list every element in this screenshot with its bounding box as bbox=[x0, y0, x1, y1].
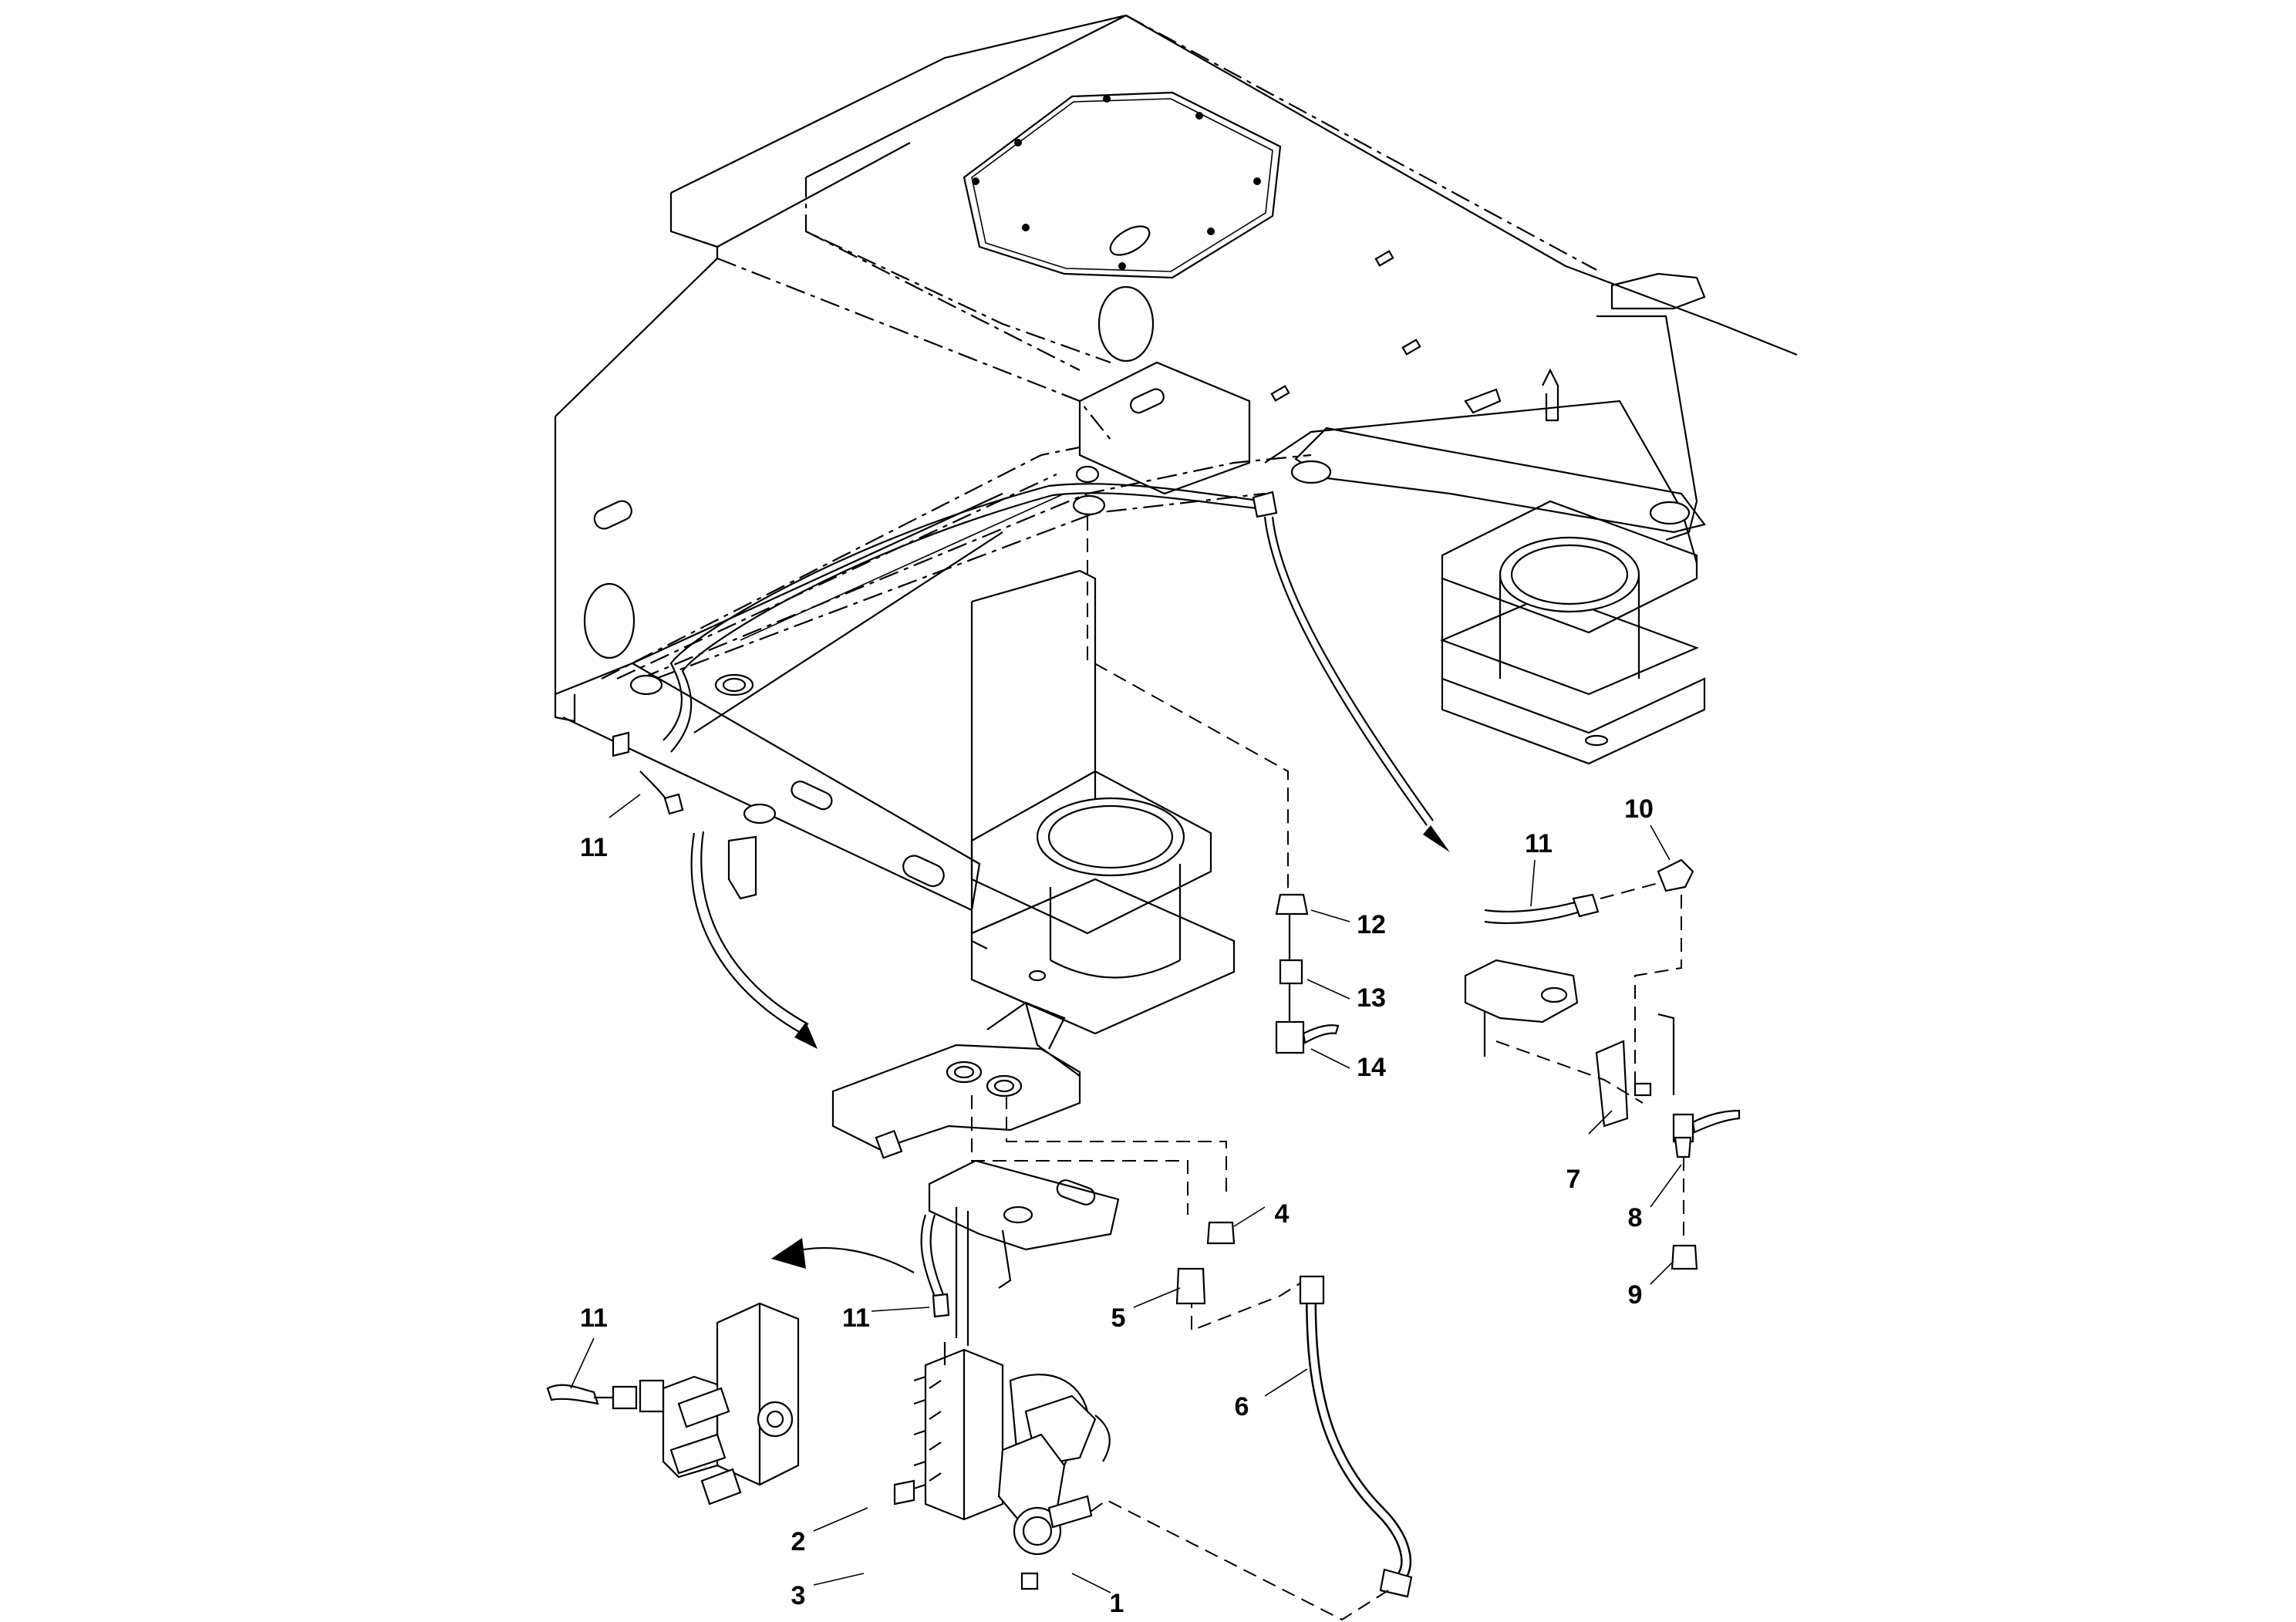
callout-7: 7 bbox=[1566, 1165, 1581, 1194]
left-valve bbox=[546, 1302, 800, 1506]
callout-6: 6 bbox=[1235, 1392, 1249, 1421]
callout-14: 14 bbox=[1357, 1053, 1386, 1082]
callout-11-right: 11 bbox=[1525, 829, 1553, 858]
callout-2: 2 bbox=[791, 1527, 806, 1556]
callout-4: 4 bbox=[1275, 1199, 1290, 1229]
callout-10: 10 bbox=[1624, 794, 1654, 824]
callout-8: 8 bbox=[1628, 1203, 1643, 1233]
callout-3: 3 bbox=[791, 1581, 806, 1610]
callout-1: 1 bbox=[1110, 1589, 1124, 1618]
valve-block bbox=[893, 1342, 1111, 1590]
fittings-12-13-14 bbox=[1087, 517, 1340, 1054]
callout-12: 12 bbox=[1357, 910, 1386, 939]
callout-13: 13 bbox=[1357, 983, 1386, 1013]
callout-11-left: 11 bbox=[580, 1303, 608, 1333]
callout-9: 9 bbox=[1628, 1280, 1643, 1310]
valve-assembly-right bbox=[1464, 858, 1741, 1270]
callout-labels: 1 2 3 4 5 6 7 8 9 10 11 11 11 11 12 13 1… bbox=[580, 794, 1654, 1618]
callout-11-frame: 11 bbox=[580, 833, 608, 862]
lower-plate-assembly bbox=[771, 1001, 1413, 1621]
callout-leaders bbox=[570, 794, 1682, 1593]
callout-11-center: 11 bbox=[842, 1303, 870, 1333]
callout-5: 5 bbox=[1111, 1303, 1126, 1333]
chassis-frame bbox=[554, 14, 1798, 1049]
